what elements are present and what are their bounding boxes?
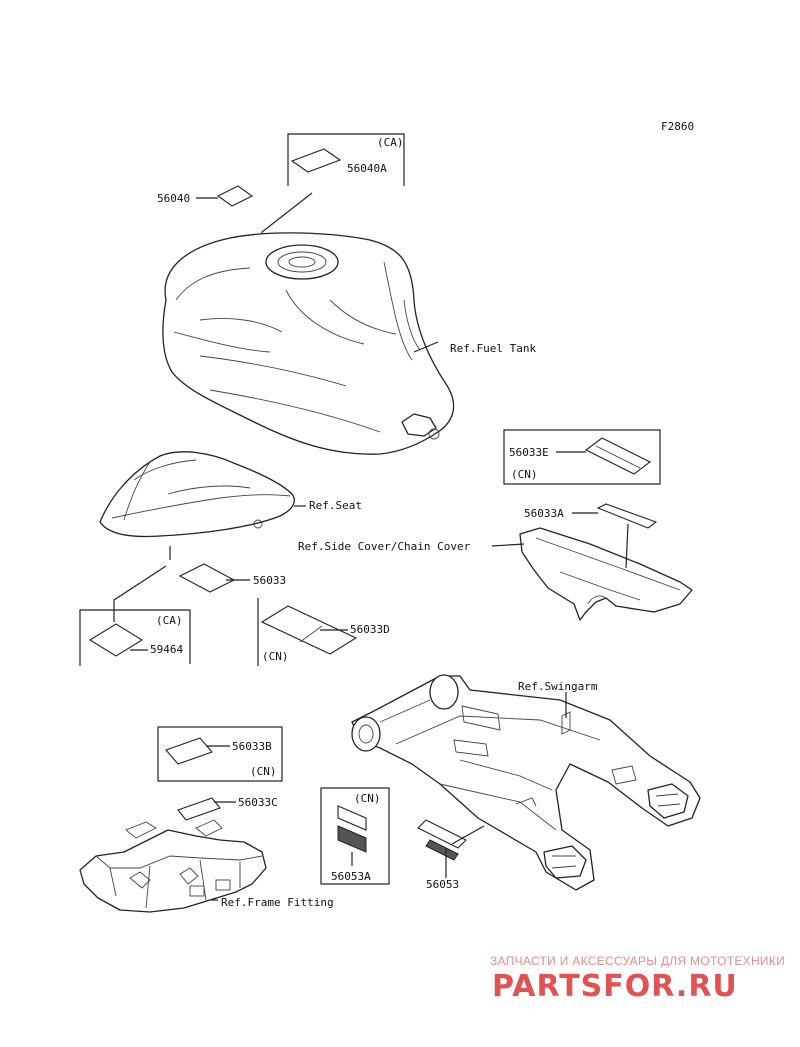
ca-top-label: (CA) <box>377 136 404 149</box>
fuel-tank <box>162 232 455 455</box>
label-56033C-shape <box>177 797 221 821</box>
cn-e-label: (CN) <box>511 468 538 481</box>
label-59464-shape <box>88 623 144 657</box>
callout-group-56053: 56053 <box>417 819 485 891</box>
swingarm <box>351 674 701 891</box>
cn-a-label: (CN) <box>354 792 381 805</box>
callout-56033B[interactable]: 56033B <box>232 740 272 753</box>
bracket-ca-mid: (CA) 59464 <box>79 565 191 666</box>
label-56040A-shape <box>290 148 342 173</box>
seat <box>99 451 295 538</box>
callout-56040A[interactable]: 56040A <box>347 162 387 175</box>
callout-59464[interactable]: 59464 <box>150 643 183 656</box>
callout-56033A[interactable]: 56033A <box>524 507 564 520</box>
frame-fitting <box>79 819 267 913</box>
callout-group-56033C: 56033C <box>177 796 278 821</box>
ref-side-cover[interactable]: Ref.Side Cover/Chain Cover <box>298 540 471 553</box>
callout-56033C[interactable]: 56033C <box>238 796 278 809</box>
chain-cover <box>519 503 693 621</box>
fuel-cap <box>265 244 339 280</box>
watermark: ЗАПЧАСТИ И АКСЕССУАРЫ ДЛЯ МОТОТЕХНИКИ PA… <box>490 954 785 1004</box>
label-56033D-shape <box>260 605 358 655</box>
callout-56053A[interactable]: 56053A <box>331 870 371 883</box>
label-56053-shape <box>417 819 467 849</box>
ref-seat[interactable]: Ref.Seat <box>309 499 362 512</box>
callout-56033D[interactable]: 56033D <box>350 623 390 636</box>
label-56033A-shape <box>596 503 658 529</box>
ca-mid-label: (CA) <box>156 614 183 627</box>
label-56033-shape <box>178 563 236 593</box>
bracket-56033D: 56033D (CN) <box>257 598 390 666</box>
box-56033E: 56033E (CN) <box>503 429 661 485</box>
ref-fuel-tank[interactable]: Ref.Fuel Tank <box>450 342 536 355</box>
callout-56040[interactable]: 56040 <box>157 192 190 205</box>
label-56033B-shape <box>165 737 213 765</box>
cn-d-label: (CN) <box>262 650 289 663</box>
box-56033B: 56033B (CN) <box>157 726 283 782</box>
figure-code: F2860 <box>661 120 694 133</box>
label-56053A-upper-shape <box>337 805 367 831</box>
bracket-ca-top: (CA) 56040A <box>261 133 405 246</box>
callout-group-56040: 56040 <box>157 185 254 207</box>
label-56033E-shape <box>584 437 652 475</box>
cn-b-label: (CN) <box>250 765 277 778</box>
watermark-logo: PARTSFOR.RU <box>492 969 738 1004</box>
ref-swingarm[interactable]: Ref.Swingarm <box>518 680 598 693</box>
callout-56033[interactable]: 56033 <box>253 574 286 587</box>
callout-56033E[interactable]: 56033E <box>509 446 549 459</box>
ref-frame-fitting[interactable]: Ref.Frame Fitting <box>221 896 334 909</box>
box-56053A: (CN) 56053A <box>320 787 390 885</box>
watermark-tagline: ЗАПЧАСТИ И АКСЕССУАРЫ ДЛЯ МОТОТЕХНИКИ <box>490 954 785 968</box>
label-56040-shape <box>216 185 254 207</box>
label-56053A-lower-shape <box>337 825 367 853</box>
callout-56053[interactable]: 56053 <box>426 878 459 891</box>
callout-group-56033: 56033 <box>169 546 286 593</box>
